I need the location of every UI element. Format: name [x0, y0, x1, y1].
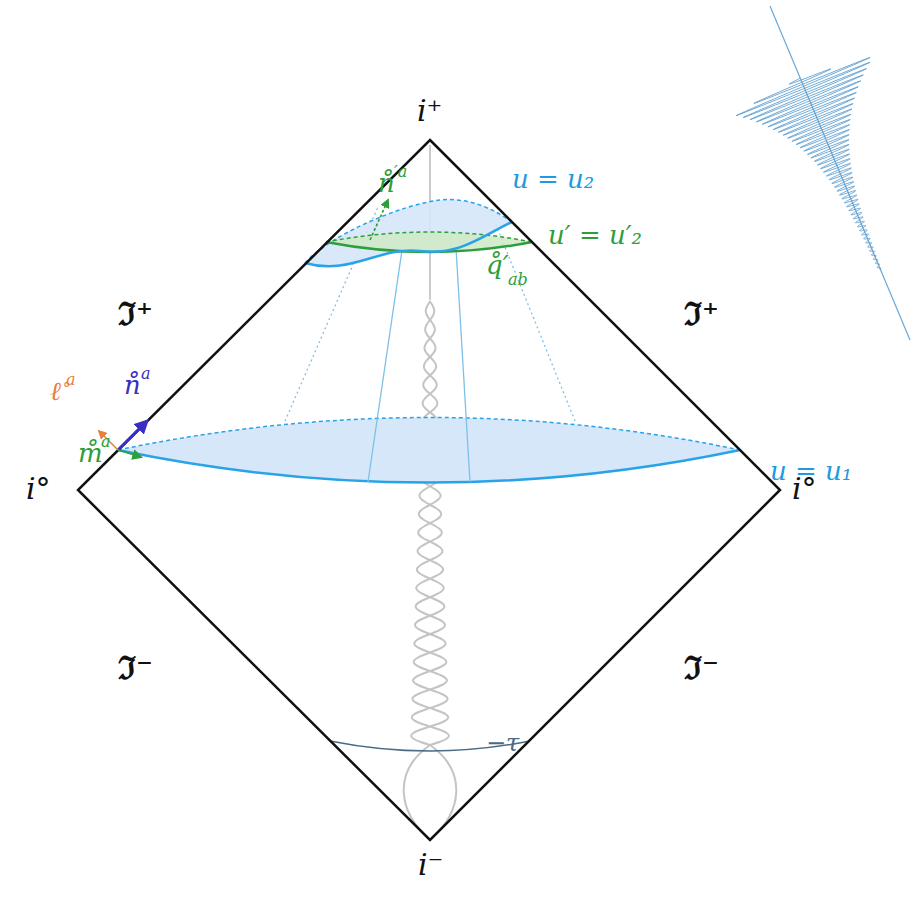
vector-index: a	[66, 372, 76, 388]
u2prime-cut-back	[326, 232, 532, 242]
scri-label: ℑ⁺	[118, 298, 153, 330]
helix-strand	[411, 301, 448, 745]
cut-label: u′ = u′₂	[548, 222, 642, 248]
corner-label: i⁻	[418, 850, 443, 880]
u2-cut-back	[305, 200, 512, 263]
helix-strand	[412, 301, 449, 745]
waveform-inset	[736, 6, 910, 340]
n-vector	[118, 421, 147, 450]
waveform-signal	[736, 57, 881, 270]
m-vector	[118, 450, 141, 457]
cut-label: u = u₁	[770, 458, 852, 484]
cut-label: u = u₂	[512, 166, 594, 192]
scri-label: ℑ⁻	[684, 652, 719, 684]
vector-label: m̊	[78, 440, 103, 466]
u1-cut-fill	[118, 418, 740, 483]
u1-cut-back	[118, 418, 740, 451]
generator-line	[456, 248, 470, 482]
generator-line	[368, 250, 402, 482]
n-prime-vector	[370, 200, 388, 240]
u2prime-cut-fill	[326, 232, 532, 252]
scri-label: ℑ⁺	[684, 298, 719, 330]
vector-label: ℓ̊	[50, 378, 61, 404]
l-vector	[99, 431, 118, 450]
inspiral-loop	[404, 745, 457, 840]
u1-cut-front	[118, 450, 740, 483]
vector-index: a	[141, 366, 151, 382]
vector-label: n̊	[378, 170, 395, 196]
waveform-axis	[770, 6, 910, 340]
metric-index: ab	[508, 272, 528, 288]
scri-label: ℑ⁻	[118, 652, 153, 684]
metric-label: q̊′	[486, 252, 509, 278]
vector-label: n̊	[124, 372, 141, 398]
penrose-boundary	[78, 140, 780, 840]
vector-index: a	[101, 434, 111, 450]
corner-label: i°	[26, 474, 51, 504]
vector-index: ′a	[394, 164, 407, 180]
corner-label: i⁺	[417, 96, 442, 126]
time-label: −τ	[486, 731, 519, 755]
u2-cut-front	[305, 222, 512, 266]
